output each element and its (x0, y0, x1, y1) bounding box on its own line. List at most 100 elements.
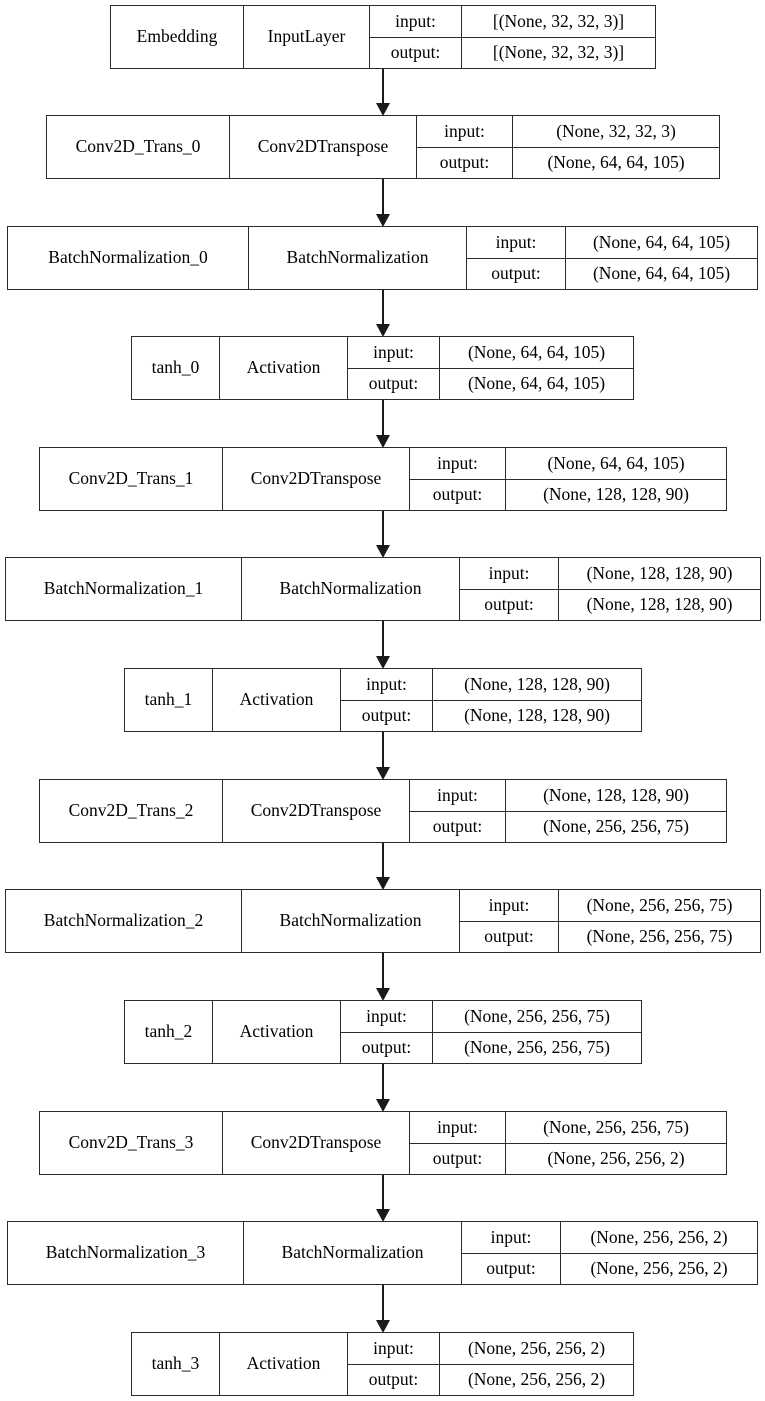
edge-batchnormalization_1-to-tanh_1 (382, 621, 384, 657)
layer-output-row: output: (None, 128, 128, 90) (460, 589, 760, 620)
layer-name: Conv2D_Trans_1 (40, 448, 223, 510)
layer-type: BatchNormalization (242, 558, 460, 620)
layer-input-row: input:(None, 32, 32, 3) (417, 116, 719, 148)
layer-type: Activation (220, 1333, 348, 1395)
input-label: input: (341, 1001, 433, 1032)
input-shape: (None, 128, 128, 90) (543, 784, 689, 805)
layer-io-block: input:(None, 128, 128, 90)output:(None, … (341, 669, 641, 731)
layer-type: Conv2DTranspose (223, 448, 410, 510)
layer-io-block: input:(None, 32, 32, 3)output:(None, 64,… (417, 116, 719, 178)
layer-io-block: input:(None, 64, 64, 105)output:(None, 6… (467, 227, 757, 289)
input-label: input: (460, 558, 559, 589)
layer-name: tanh_1 (125, 669, 213, 731)
layer-output-row: output:(None, 256, 256, 75) (341, 1032, 641, 1063)
edge-embedding-to-conv2d_trans_0 (382, 69, 384, 104)
layer-name: BatchNormalization_3 (8, 1222, 244, 1284)
arrowhead-icon (376, 656, 390, 669)
input-shape: (None, 256, 256, 75) (586, 894, 733, 915)
edge-conv2d_trans_3-to-batchnormalization_3 (382, 1175, 384, 1210)
edge-batchnormalization_2-to-tanh_2 (382, 953, 384, 989)
output-shape: (None, 128, 128, 90) (586, 594, 733, 614)
layer-io-block: input:(None, 64, 64, 105)output:(None, 6… (348, 337, 633, 399)
arrowhead-icon (376, 324, 390, 337)
output-shape: (None, 256, 256, 75) (586, 926, 733, 946)
output-shape: (None, 256, 256, 75) (464, 1037, 610, 1057)
layer-input-row: input:(None, 64, 64, 105) (410, 448, 726, 480)
input-label: input: (370, 6, 462, 37)
edge-conv2d_trans_2-to-batchnormalization_2 (382, 843, 384, 878)
arrowhead-icon (376, 1099, 390, 1112)
layer-output-row: output:(None, 64, 64, 105) (417, 147, 719, 178)
edge-tanh_2-to-conv2d_trans_3 (382, 1064, 384, 1100)
output-label: output: (417, 147, 513, 178)
arrowhead-icon (376, 988, 390, 1001)
input-shape: (None, 256, 256, 2) (467, 1337, 606, 1358)
input-label: input: (348, 337, 440, 368)
layer-input-row: input: (None, 256, 256, 75) (460, 890, 760, 922)
layer-type: Activation (213, 669, 341, 731)
layer-output-row: output: (None, 256, 256, 2) (348, 1364, 633, 1395)
layer-io-block: input:(None, 256, 256, 2)output:(None, 2… (348, 1333, 633, 1395)
output-label: output: (370, 37, 462, 68)
arrowhead-icon (376, 877, 390, 890)
input-label: input: (410, 1112, 506, 1143)
layer-name: BatchNormalization_0 (8, 227, 249, 289)
edge-conv2d_trans_1-to-batchnormalization_1 (382, 511, 384, 546)
layer-input-row: input:(None, 256, 256, 75) (410, 1112, 726, 1144)
edge-conv2d_trans_0-to-batchnormalization_0 (382, 179, 384, 215)
input-label: input: (341, 669, 433, 700)
input-shape: (None, 256, 256, 75) (464, 1005, 610, 1026)
output-shape: (None, 64, 64, 105) (592, 263, 731, 283)
output-label: output: (348, 368, 440, 399)
layer-output-row: output:(None, 256, 256, 2) (410, 1143, 726, 1174)
input-shape: [(None, 32, 32, 3)] (492, 10, 625, 31)
input-label: input: (410, 780, 506, 811)
output-label: output: (410, 811, 506, 842)
layer-io-block: input:(None, 256, 256, 75)output:(None, … (341, 1001, 641, 1063)
input-label: input: (460, 890, 559, 921)
layer-io-block: input: (None, 128, 128, 90) output: (None, … (410, 780, 726, 842)
output-shape: (None, 256, 256, 75) (543, 816, 689, 836)
output-label: output: (410, 1143, 506, 1174)
layer-input-row: input:(None, 64, 64, 105) (467, 227, 757, 259)
output-label: output: (460, 589, 559, 620)
layer-io-block: input:(None, 64, 64, 105)output:(None, 1… (410, 448, 726, 510)
layer-name: BatchNormalization_1 (6, 558, 242, 620)
output-label: output: (348, 1364, 440, 1395)
layer-name: Embedding (111, 6, 244, 68)
layer-input-row: input: (None, 256, 256, 75) (341, 1001, 641, 1033)
input-shape: (None, 32, 32, 3) (556, 120, 676, 141)
layer-name: Conv2D_Trans_0 (47, 116, 230, 178)
output-shape: [(None, 32, 32, 3)] (492, 42, 625, 62)
input-shape: (None, 64, 64, 105) (547, 452, 685, 473)
layer-io-block: input: (None, 128, 128, 90) output: (None, … (460, 558, 760, 620)
layer-type: BatchNormalization (244, 1222, 462, 1284)
layer-io-block: input: [(None, 32, 32, 3)] output: [(None, … (370, 6, 655, 68)
layer-input-row: input: (None, 128, 128, 90) (460, 558, 760, 590)
edge-batchnormalization_0-to-tanh_0 (382, 290, 384, 325)
arrowhead-icon (376, 1209, 390, 1222)
output-shape: (None, 128, 128, 90) (464, 705, 610, 725)
input-shape: (None, 128, 128, 90) (586, 562, 733, 583)
layer-type: BatchNormalization (249, 227, 467, 289)
arrowhead-icon (376, 545, 390, 558)
layer-io-block: input:(None, 256, 256, 2)output:(None, 2… (462, 1222, 757, 1284)
layer-type: Activation (213, 1001, 341, 1063)
output-shape: (None, 256, 256, 2) (467, 1369, 606, 1389)
output-shape: (None, 256, 256, 2) (590, 1258, 728, 1278)
layer-type: BatchNormalization (242, 890, 460, 952)
layer-io-block: input:(None, 256, 256, 75)output:(None, … (460, 890, 760, 952)
arrowhead-icon (376, 767, 390, 780)
input-label: input: (462, 1222, 561, 1253)
